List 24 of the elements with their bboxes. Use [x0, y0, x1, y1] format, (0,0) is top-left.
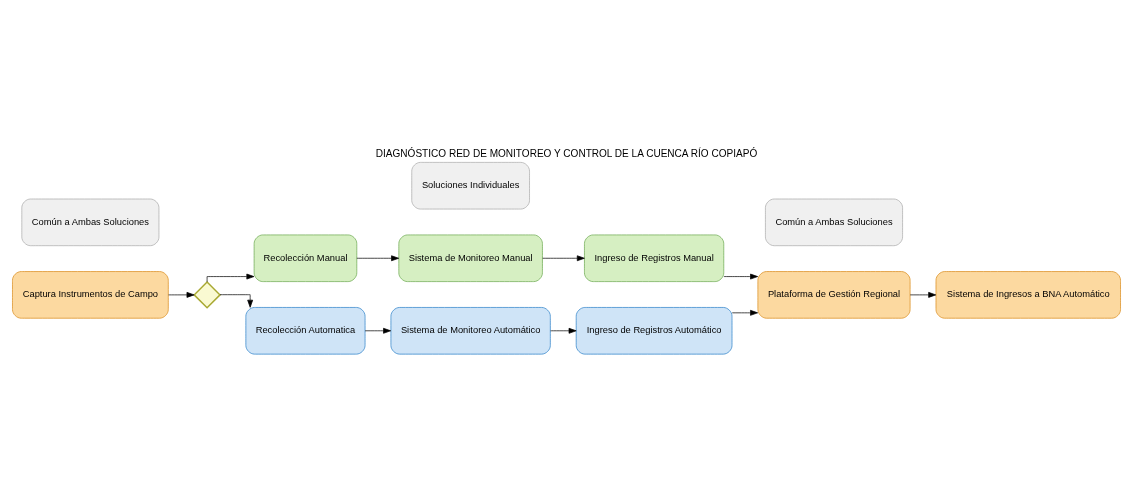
arrow [168, 291, 195, 298]
arrow [542, 254, 585, 261]
node-box: Recolección Manual [253, 234, 358, 282]
diagram-title: DIAGNÓSTICO RED DE MONITOREO Y CONTROL DE LA CUENCA RÍO COPIAPÓ [375, 147, 758, 159]
arrow [356, 254, 400, 261]
arrow [731, 309, 758, 316]
node-box: Ingreso de Registros Automático [575, 306, 733, 354]
arrow [364, 327, 392, 334]
node-box: Común a Ambas Soluciones [21, 198, 160, 246]
node-box: Soluciones Individuales [411, 161, 530, 209]
node-box: Sistema de Ingresos a BNA Automático [935, 270, 1121, 319]
node-box: Captura Instrumentos de Campo [12, 270, 169, 319]
arrow [723, 273, 759, 279]
node-box: Común a Ambas Soluciones [765, 198, 903, 246]
node-diamond [193, 280, 222, 309]
node-box: Plataforma de Gestión Regional [757, 270, 911, 319]
arrow [550, 327, 577, 334]
arrow [219, 293, 254, 308]
node-box: Recolección Automatica [245, 306, 366, 354]
node-box: Sistema de Monitoreo Automático [390, 306, 551, 354]
arrow [909, 291, 937, 298]
node-box: Sistema de Monitoreo Manual [398, 234, 543, 282]
arrow [206, 273, 255, 282]
node-box: Ingreso de Registros Manual [584, 234, 725, 282]
